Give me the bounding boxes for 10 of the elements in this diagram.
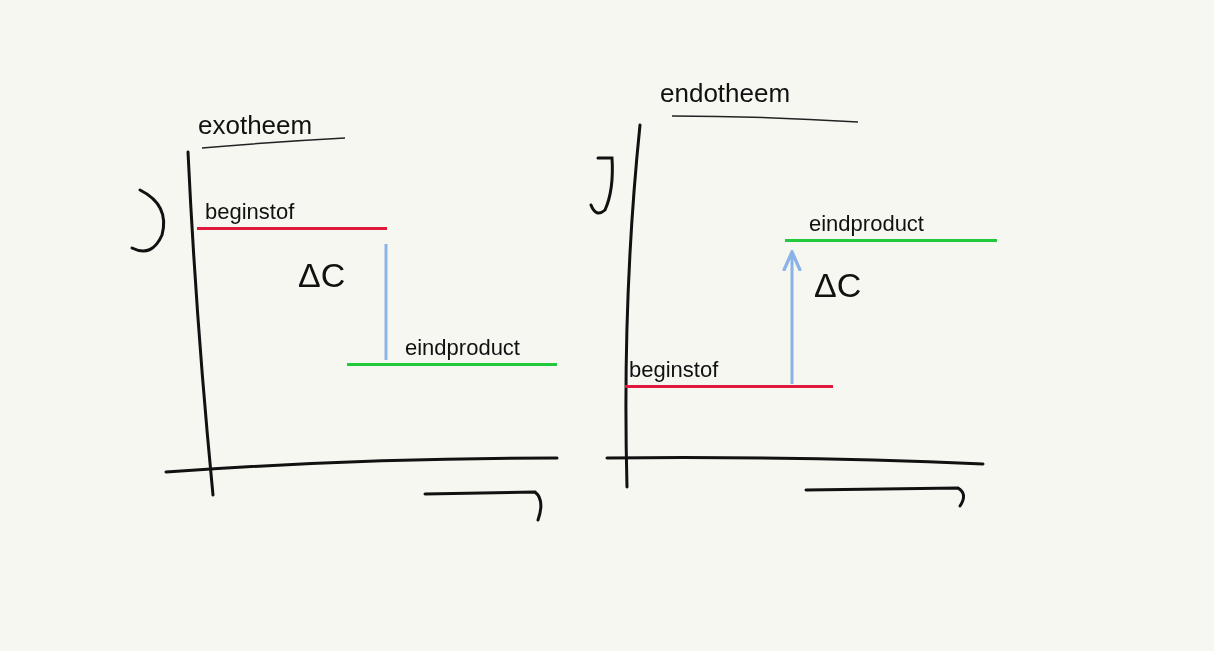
level-label: beginstof xyxy=(205,201,295,226)
diagram-heading: endotheem xyxy=(660,80,791,106)
arrow xyxy=(781,250,803,384)
delta-label: ΔC xyxy=(298,258,346,292)
energy-level xyxy=(785,212,997,242)
delta-label: ΔC xyxy=(814,268,862,302)
level-label: beginstof xyxy=(629,359,719,384)
level-label: eindproduct xyxy=(809,213,924,238)
level-label: eindproduct xyxy=(405,337,520,362)
diagram-heading: exotheem xyxy=(198,112,313,138)
